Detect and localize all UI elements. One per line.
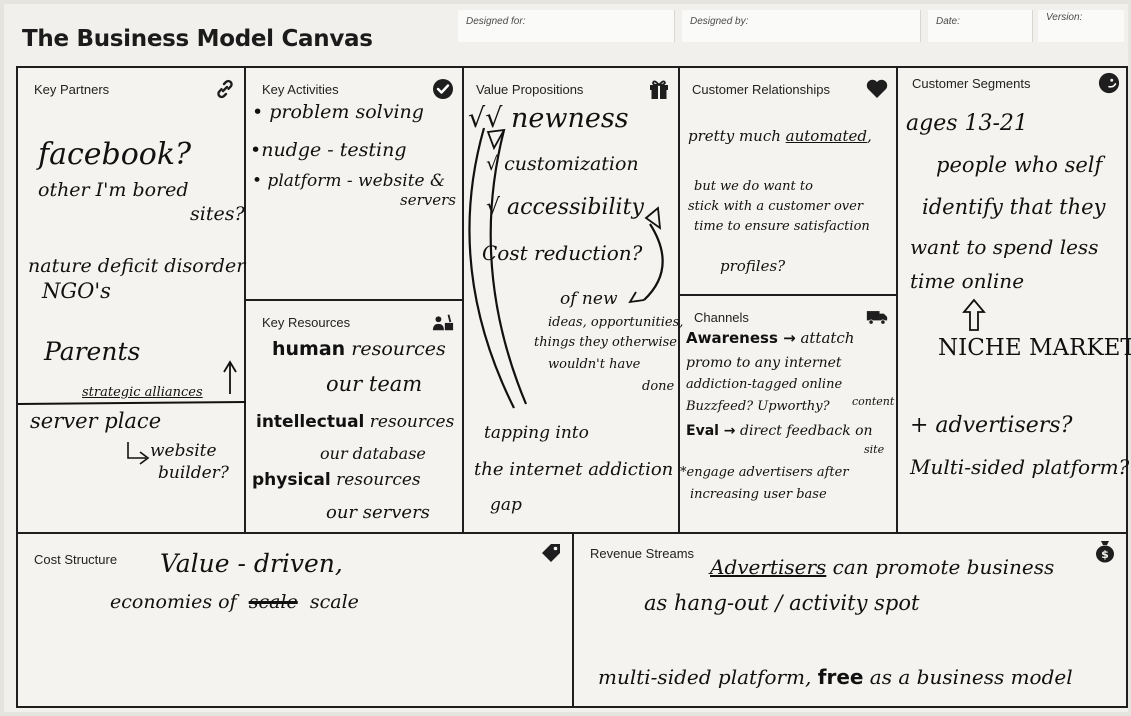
note-our-team: our team [326,372,423,396]
note-customization: √ customization [486,153,639,175]
note-economies-of-scale: economies of scale scale [110,591,359,613]
note-problem-solving: • problem solving [252,101,424,123]
note-accessibility: √ accessibility [486,195,644,220]
svg-text:$: $ [1101,548,1109,561]
note-our-database: our database [320,444,426,463]
note-our-servers: our servers [326,502,430,523]
note-nudge-testing: •nudge - testing [250,139,407,161]
note-website: website [150,441,217,461]
note-content: content [852,395,895,408]
note-advertisers: + advertisers? [910,413,1073,438]
key-activities-title: Key Activities [262,82,339,97]
note-people-self: people who self [936,153,1103,177]
designed-by-label: Designed by: [690,16,749,27]
note-platform: • platform - website & [252,171,446,191]
designed-for-field[interactable]: Designed for: [458,10,675,42]
note-parents: Parents [44,337,141,366]
note-newness: √√ newness [468,103,629,134]
customer-relationships-block[interactable]: Customer Relationships pretty much autom… [680,68,898,296]
heart-icon [866,78,888,100]
note-addiction-tagged: addiction-tagged online [686,377,843,392]
cost-structure-title: Cost Structure [34,552,118,567]
note-time-online: time online [910,269,1025,293]
truck-icon [866,306,888,328]
note-wouldnt: wouldn't have [548,357,641,372]
note-facebook: facebook? [38,137,192,172]
note-cost-reduction: Cost reduction? [482,241,643,265]
key-partners-block[interactable]: Key Partners facebook? other I'm bored s… [18,68,246,534]
note-ideas: ideas, opportunities, [548,315,684,330]
note-nature-deficit: nature deficit disorder [28,255,246,277]
version-field[interactable]: Version: [1038,10,1124,42]
note-profiles: profiles? [720,257,786,275]
smile-icon [1098,72,1120,94]
channels-block[interactable]: Channels Awareness → attatch promo to an… [680,296,898,534]
note-time-ensure: time to ensure satisfaction [694,219,870,234]
key-partners-title: Key Partners [34,82,110,97]
note-builder: builder? [158,463,229,483]
note-internet-addiction: the internet addiction [474,459,674,480]
note-spend-less: want to spend less [910,235,1099,259]
customer-segments-block[interactable]: Customer Segments ages 13-21 people who … [898,68,1131,534]
date-field[interactable]: Date: [928,10,1033,42]
note-promo: promo to any internet [686,355,842,371]
key-resources-title: Key Resources [262,315,351,330]
note-server-place: server place [30,409,162,433]
canvas-sheet: The Business Model Canvas Designed for: … [4,4,1131,712]
page-title: The Business Model Canvas [22,26,373,52]
money-bag-icon: $ [1094,540,1116,563]
note-buzzfeed: Buzzfeed? Upworthy? [686,399,830,414]
channels-title: Channels [694,310,749,325]
gift-icon [648,78,670,100]
note-engage-advertisers: *engage advertisers after [680,465,849,480]
note-tapping: tapping into [484,423,589,443]
customer-segments-title: Customer Segments [912,76,1031,91]
date-label: Date: [936,16,960,27]
designed-for-label: Designed for: [466,16,526,27]
note-but-we-do: but we do want to [694,179,813,194]
note-physical-resources: physical resources [252,470,421,490]
version-label: Version: [1046,12,1083,23]
tag-icon [540,542,562,564]
note-servers: servers [400,191,456,209]
note-increasing-user-base: increasing user base [690,487,827,502]
note-niche-market: NICHE MARKET [938,335,1131,361]
note-things: things they otherwise [534,335,677,350]
link-icon [214,78,236,100]
note-hang-out: as hang-out / activity spot [644,591,920,615]
note-gap: gap [490,495,522,515]
note-awareness: Awareness → attatch [686,329,855,347]
note-strategic-alliances: strategic alliances [82,385,203,400]
business-model-canvas: Key Partners facebook? other I'm bored s… [16,66,1131,708]
note-ages: ages 13-21 [906,111,1028,136]
note-intellectual-resources: intellectual resources [256,412,455,432]
note-eval: Eval → direct feedback on [686,423,873,439]
note-pretty-automated: pretty much automated, [688,127,872,145]
worker-icon [432,311,454,333]
note-human-resources: human resources [272,338,446,360]
note-multi-sided: Multi-sided platform? [910,455,1130,479]
note-value-driven: Value - driven, [160,549,343,578]
cost-structure-block[interactable]: Cost Structure Value - driven, economies… [18,534,574,708]
note-of-new: of new [560,289,618,309]
note-free-business-model: multi-sided platform, free as a business… [598,665,1073,689]
value-propositions-block[interactable]: Value Propositions √√ newness √ customiz… [464,68,684,534]
key-resources-block[interactable]: Key Resources human resources our team i… [246,301,464,534]
designed-by-field[interactable]: Designed by: [682,10,921,42]
customer-relationships-title: Customer Relationships [692,82,831,97]
revenue-streams-title: Revenue Streams [590,546,695,561]
check-icon [432,78,454,100]
revenue-streams-block[interactable]: Revenue Streams $ Advertisers can promot… [574,534,1126,708]
note-identify: identify that they [922,195,1106,219]
note-advertisers-promote: Advertisers can promote business [710,555,1055,579]
note-done: done [642,379,675,394]
value-propositions-title: Value Propositions [476,82,584,97]
note-ngos: NGO's [42,279,111,303]
note-site: site [864,443,885,456]
note-bored-sites-2: sites? [190,203,245,225]
note-stick-with: stick with a customer over [688,199,864,214]
note-bored-sites: other I'm bored [38,179,189,201]
key-activities-block[interactable]: Key Activities • problem solving •nudge … [246,68,464,301]
